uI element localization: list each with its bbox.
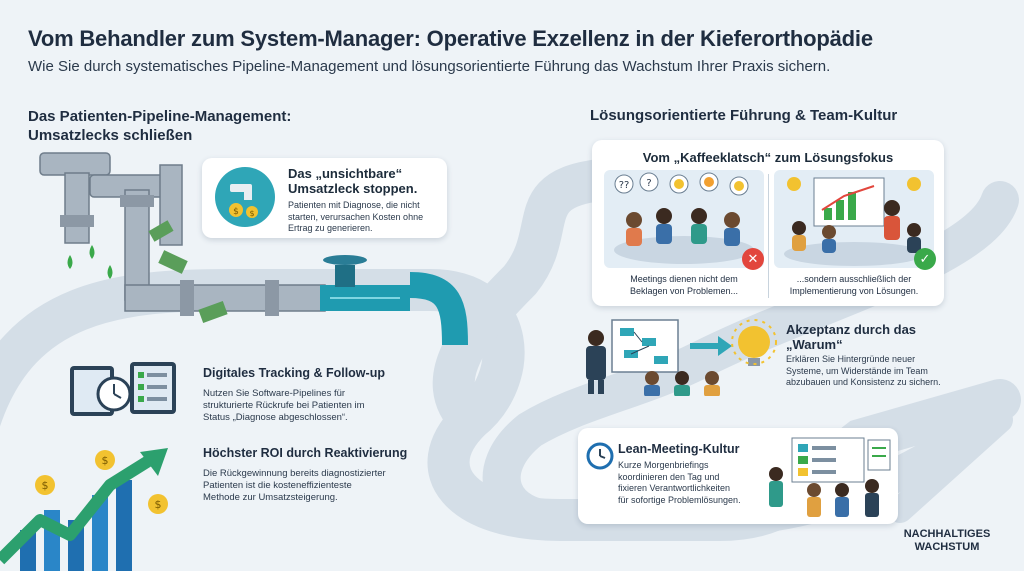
leak-card-heading-line2: Umsatzleck stoppen. [288,181,418,196]
kaffee-right-caption: ...sondern ausschließlich der Implementi… [774,274,934,297]
left-section-title: Das Patienten-Pipeline-Management: Umsat… [28,107,358,145]
roi-body-line3: Methode zur Umsatzsteigerung. [203,492,338,503]
presentation-lightbulb-illustration [586,319,777,396]
page-subtitle: Wie Sie durch systematisches Pipeline-Ma… [28,58,831,75]
tracking-body: Nutzen Sie Software-Pipelines für strukt… [203,388,413,424]
kaffee-left-caption-line2: Beklagen von Problemen... [629,285,739,296]
svg-text:$: $ [233,207,239,217]
svg-text:$: $ [249,209,254,218]
tracking-body-line1: Nutzen Sie Software-Pipelines für [203,388,346,399]
complaint-meeting-illustration: ?? ? [604,170,764,268]
roi-block: Höchster ROI durch Reaktivierung Die Rüc… [203,446,443,504]
kaffee-left-caption-line1: Meetings dienen nicht dem [630,274,738,284]
leak-card-body-line3: Ertrag zu generieren. [288,223,373,233]
leak-card-body-line1: Patienten mit Diagnose, die nicht [288,200,420,210]
lean-body: Kurze Morgenbriefings koordinieren den T… [618,460,758,506]
tracking-block: Digitales Tracking & Follow-up Nutzen Si… [203,366,413,424]
akzeptanz-body-line1: Erklären Sie Hintergründe neuer [786,354,916,364]
panel-divider [768,174,769,298]
leak-card-heading-line1: Das „unsichtbare“ [288,166,403,181]
roi-body-line2: Patienten ist die kosteneffizienteste [203,480,352,491]
page-title: Vom Behandler zum System-Manager: Operat… [28,26,873,51]
tracking-body-line2: strukturierte Rückrufe bei Patienten im [203,400,365,411]
lean-body-line4: für sofortige Problemlösungen. [618,494,741,505]
cross-icon: ✕ [742,248,764,270]
svg-text:??: ?? [619,180,630,191]
kaffee-card: Vom „Kaffeeklatsch“ zum Lösungsfokus ?? … [592,140,944,306]
akzeptanz-heading: Akzeptanz durch das „Warum“ [786,322,986,352]
tracking-body-line3: Status „Diagnose abgeschlossen“. [203,412,348,423]
lean-body-line3: fixieren Verantwortlichkeiten [618,483,731,493]
sustainable-growth-line2: WACHSTUM [914,541,980,553]
svg-text:$: $ [42,479,49,492]
akzeptanz-body-line3: abzubauen und Konsistenz zu sichern. [786,377,941,387]
kaffee-card-title: Vom „Kaffeeklatsch“ zum Lösungsfokus [642,150,894,165]
leak-card: $ $ Das „unsichtbare“ Umsatzleck stoppen… [202,158,447,238]
akzeptanz-block: Akzeptanz durch das „Warum“ Erklären Sie… [786,322,986,389]
leak-card-heading: Das „unsichtbare“ Umsatzleck stoppen. [288,166,438,196]
kaffee-right-caption-line1: ...sondern ausschließlich der [796,274,912,284]
kaffee-left-caption: Meetings dienen nicht dem Beklagen von P… [604,274,764,297]
akzeptanz-body-line2: Systeme, um Widerstände im Team [786,365,928,376]
tracking-devices-icon [70,362,176,416]
akzeptanz-heading-line2: „Warum“ [786,337,843,352]
tracking-heading: Digitales Tracking & Follow-up [203,366,385,380]
lean-body-line1: Kurze Morgenbriefings [618,460,709,470]
leaking-pipes-illustration [39,152,468,345]
akzeptanz-heading-line1: Akzeptanz durch das [786,322,917,337]
kaffee-right-caption-line2: Implementierung von Lösungen. [789,285,919,296]
standup-meeting-illustration [769,437,891,517]
leak-card-body-line2: starten, verursachen Kosten ohne [288,211,424,222]
roi-body: Die Rückgewinnung bereits diagnostiziert… [203,468,443,504]
clock-icon [586,442,614,470]
check-icon: ✓ [914,248,936,270]
solution-meeting-illustration [774,170,934,268]
left-section-title-line2: Umsatzlecks schließen [28,127,193,144]
svg-text:$: $ [102,454,109,467]
roi-body-line1: Die Rückgewinnung bereits diagnostiziert… [203,468,386,479]
akzeptanz-body: Erklären Sie Hintergründe neuer Systeme,… [786,354,986,389]
leak-card-body: Patienten mit Diagnose, die nicht starte… [288,200,438,235]
left-section-title-line1: Das Patienten-Pipeline-Management: [28,108,292,125]
sustainable-growth-line1: NACHHALTIGES [903,528,991,540]
faucet-coins-icon: $ $ [215,167,275,227]
svg-text:$: $ [155,498,162,511]
sustainable-growth-label: NACHHALTIGES WACHSTUM [902,528,992,554]
right-section-title: Lösungsorientierte Führung & Team-Kultur [590,107,898,124]
roi-growth-chart-icon: $ $ $ [0,448,168,571]
lean-card: Lean-Meeting-Kultur Kurze Morgenbriefing… [578,428,898,524]
lean-heading: Lean-Meeting-Kultur [618,442,740,456]
roi-heading: Höchster ROI durch Reaktivierung [203,446,408,460]
svg-text:?: ? [646,178,651,189]
lean-body-line2: koordinieren den Tag und [618,471,720,482]
